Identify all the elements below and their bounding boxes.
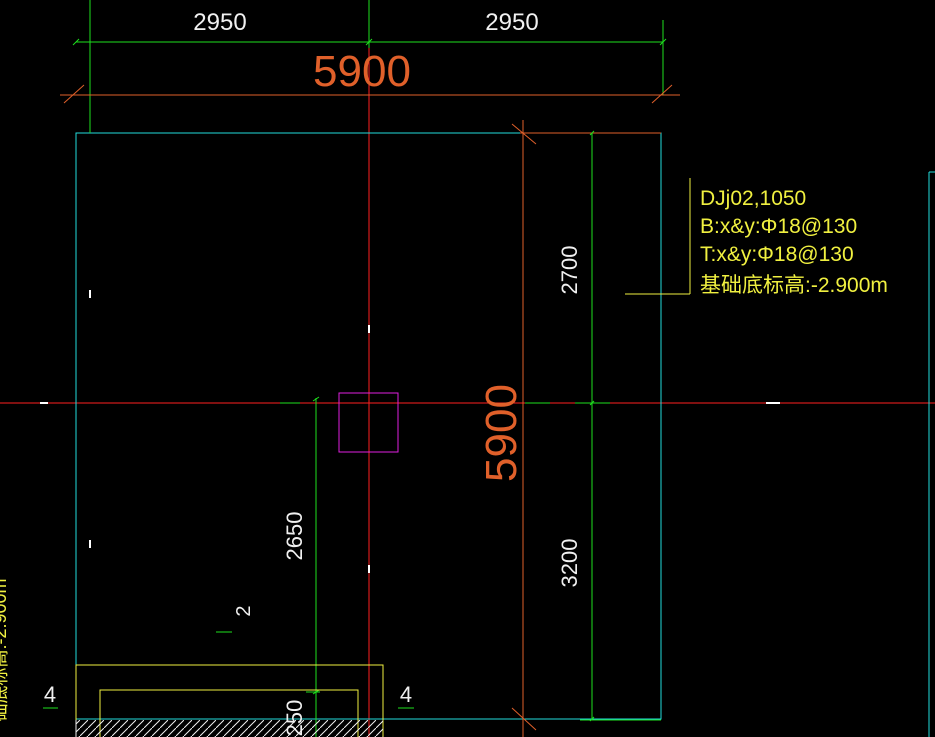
right-dimension-chain	[525, 130, 661, 722]
hatch-area	[76, 720, 383, 737]
annotation-line-3: T:x&y:Φ18@130	[700, 243, 854, 266]
right-total-label: 5900	[477, 384, 526, 482]
axis-ticks	[40, 290, 780, 573]
top-dimension-chain	[72, 0, 667, 133]
right-dim-lower: 3200	[557, 539, 582, 588]
top-total-label: 5900	[313, 47, 411, 96]
annotation-line-1: DJj02,1050	[700, 187, 806, 210]
section-mark-left: 4	[44, 682, 56, 707]
small-mark: 2	[233, 605, 255, 616]
annotation-line-4: 基础底标高:-2.900m	[700, 274, 888, 297]
foundation-outline	[75, 132, 662, 720]
strip-footing-outer	[75, 664, 384, 737]
annotation-leader	[625, 178, 691, 295]
section-mark-right: 4	[400, 682, 412, 707]
top-dim-right: 2950	[485, 9, 538, 36]
column-outline	[338, 392, 399, 453]
clipped-elevation-text: 础底标高:-2.900m	[0, 578, 10, 721]
annotation-block: DJj02,1050 B:x&y:Φ18@130 T:x&y:Φ18@130 基…	[700, 187, 888, 297]
annotation-line-2: B:x&y:Φ18@130	[700, 215, 857, 238]
right-total-dimension	[511, 120, 661, 737]
top-total-dimension	[60, 84, 680, 104]
top-dim-left: 2950	[193, 9, 246, 36]
right-dim-upper: 2700	[557, 246, 582, 295]
inner-dimension-chain	[43, 396, 414, 737]
inner-dim-2650: 2650	[282, 512, 307, 561]
